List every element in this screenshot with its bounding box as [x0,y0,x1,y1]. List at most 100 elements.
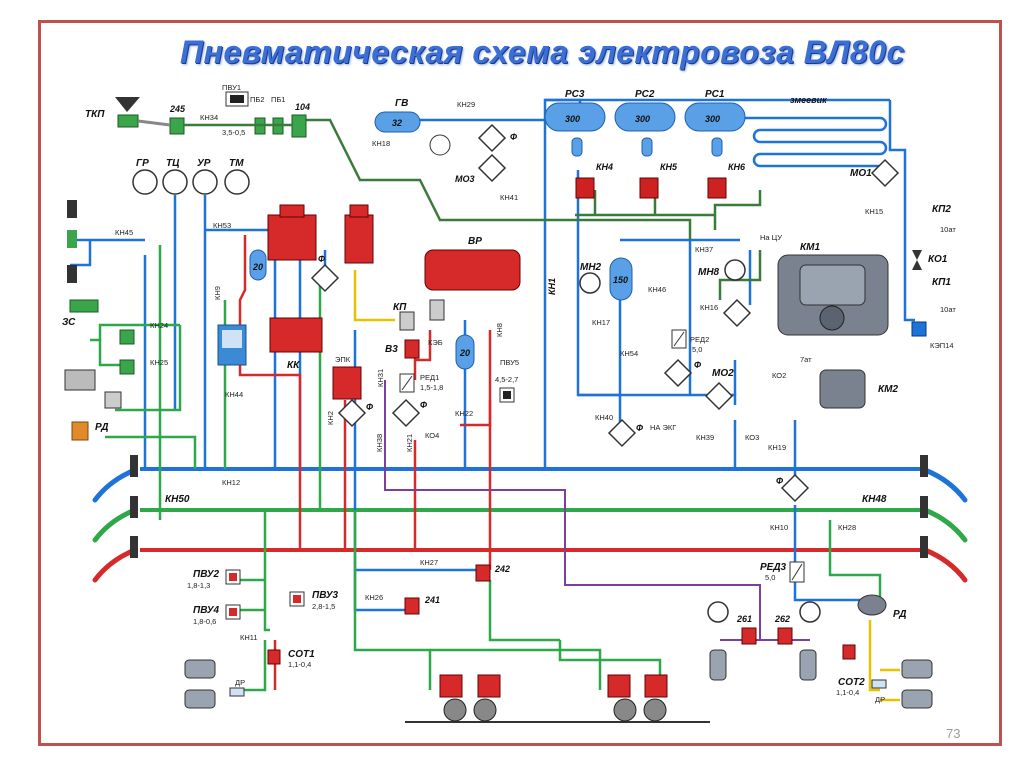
svg-text:СОТ2: СОТ2 [838,677,865,688]
svg-text:КО3: КО3 [745,433,759,442]
rs1-volume: 300 [705,114,720,124]
svg-text:РД: РД [95,422,109,433]
filter-icon [391,398,421,428]
filter-icon [337,398,367,428]
svg-text:3,5-0,5: 3,5-0,5 [222,128,245,137]
svg-text:104: 104 [295,102,310,112]
air-distributor-group: ВР КП КЭБ В3 РЕД1 1,5-1,8 20 КН8 ПВУ5 4,… [385,236,521,403]
svg-text:20: 20 [459,348,470,358]
svg-text:КН40: КН40 [595,413,613,422]
gauge-icon [429,134,451,156]
svg-text:Ф: Ф [694,360,701,370]
svg-text:УР: УР [197,158,211,169]
svg-text:ТМ: ТМ [229,158,244,169]
svg-text:ВР: ВР [468,236,482,247]
svg-text:КН26: КН26 [365,593,383,602]
reservoir-rs2 [614,102,676,132]
svg-text:242: 242 [494,564,510,574]
drain-cocks: КН4 КН5 КН6 [571,137,746,199]
reservoir-rs1 [684,102,746,132]
svg-text:КН22: КН22 [455,409,473,418]
svg-text:261: 261 [736,614,752,624]
green-network [90,245,882,692]
svg-text:КН38: КН38 [375,434,384,452]
kn6-label: КН6 [728,162,746,172]
svg-text:1,1-0,4: 1,1-0,4 [836,688,859,697]
filter-icon [722,298,752,328]
filter-labels: Ф Ф Ф Ф Ф Ф Ф МО3 КН41 [318,132,783,486]
svg-text:5,0: 5,0 [765,573,775,582]
svg-text:7ат: 7ат [800,355,812,364]
svg-text:1,1-0,4: 1,1-0,4 [288,660,311,669]
svg-text:КН28: КН28 [838,523,856,532]
svg-text:20: 20 [252,262,263,272]
bottom-labels: КН12 КН50 КН48 КН10 КН28 ПВУ2 1,8-1,3 ПВ… [165,478,907,704]
svg-text:КН44: КН44 [225,390,243,399]
yellow-line [353,270,900,702]
tkp-icon [115,97,140,112]
filter-icon [607,418,637,448]
gauge-ur [192,169,218,195]
svg-text:КП2: КП2 [932,204,951,215]
svg-text:ЭПК: ЭПК [335,355,351,364]
svg-text:ПБ1: ПБ1 [271,95,285,104]
svg-text:Ф: Ф [776,476,783,486]
svg-text:КН2: КН2 [326,411,335,425]
svg-text:Ф: Ф [318,254,325,264]
svg-text:РД: РД [893,609,907,620]
svg-text:КО1: КО1 [928,254,948,265]
svg-text:КН16: КН16 [700,303,718,312]
page-number: 73 [946,726,961,741]
svg-text:СОТ1: СОТ1 [288,649,315,660]
svg-text:КН17: КН17 [592,318,610,327]
kn41-label: КН41 [500,193,518,202]
svg-text:КН45: КН45 [115,228,133,237]
svg-text:1,8-1,3: 1,8-1,3 [187,581,210,590]
svg-text:Ф: Ф [636,423,643,433]
rs3-volume: 300 [565,114,580,124]
svg-text:КН1: КН1 [547,278,557,295]
kn18-label: КН18 [372,139,390,148]
svg-text:Ф: Ф [366,402,373,412]
end-cocks [130,455,928,558]
filter-icon [477,123,507,153]
svg-text:КН46: КН46 [648,285,666,294]
top-left-group: ТКП 245 КН34 ПВУ1 3,5-0,5 ПБ2 ПБ1 104 [85,83,310,138]
svg-text:4,5-2,7: 4,5-2,7 [495,375,518,384]
svg-text:КП: КП [393,302,407,313]
driver-valve-group: КК [267,204,374,371]
svg-text:245: 245 [169,104,186,114]
svg-text:КН10: КН10 [770,523,788,532]
red-network [238,235,492,690]
svg-text:РЕД2: РЕД2 [690,335,709,344]
svg-text:КН21: КН21 [405,434,414,452]
svg-text:ТЦ: ТЦ [166,158,180,169]
svg-text:ДР: ДР [235,678,245,687]
gauge-tc [162,169,188,195]
svg-text:В3: В3 [385,344,398,355]
filters [310,123,900,503]
svg-text:ПВУ5: ПВУ5 [500,358,519,367]
svg-text:КН39: КН39 [696,433,714,442]
svg-text:КН19: КН19 [768,443,786,452]
tkp-label: ТКП [85,109,105,120]
svg-text:МН8: МН8 [698,267,720,278]
svg-text:КО4: КО4 [425,431,439,440]
serpentine-coil [740,116,888,168]
svg-text:2,8-1,5: 2,8-1,5 [312,602,335,611]
svg-text:КЭБ: КЭБ [428,338,443,347]
left-labels: КН45 КН53 КН9 20 ЗС КН24 КН25 РД КН44 [62,221,267,441]
svg-text:ПВУ1: ПВУ1 [222,83,241,92]
mo3-label: МО3 [455,174,475,184]
svg-text:КН11: КН11 [240,633,258,642]
filter-icon [310,263,340,293]
svg-text:КН37: КН37 [695,245,713,254]
gv-label: ГВ [395,98,408,109]
gauge-gr [132,169,158,195]
svg-text:КН24: КН24 [150,321,168,330]
compressors: КМ1 КМ2 [777,242,898,409]
svg-text:КК: КК [287,360,300,371]
svg-text:МО1: МО1 [850,168,872,179]
filter-icon [870,158,900,188]
